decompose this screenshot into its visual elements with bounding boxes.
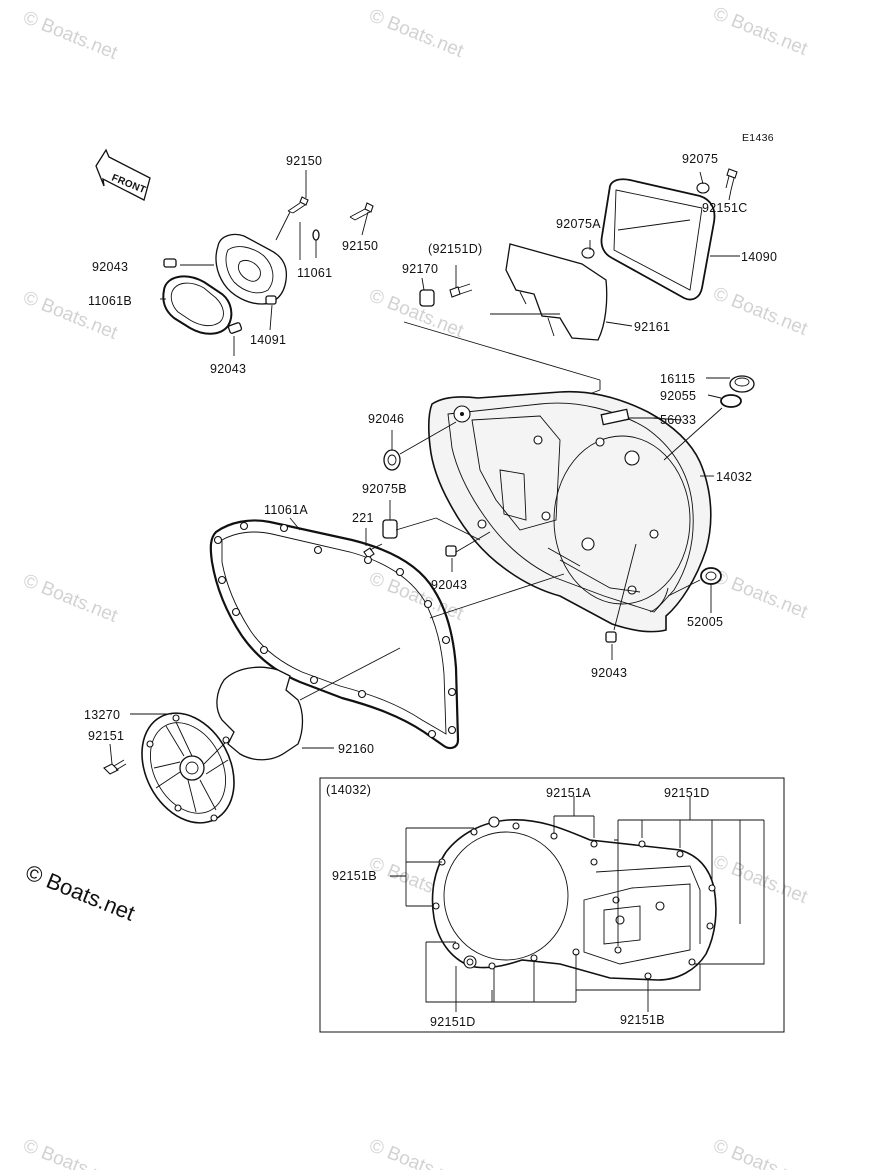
label-92151: 92151 — [88, 729, 124, 743]
watermark: © Boats.net — [710, 3, 811, 60]
cover-14091 — [215, 233, 288, 305]
label-11061b: 11061B — [88, 294, 132, 308]
watermark: © Boats.net — [710, 283, 811, 340]
part-labels: 92150 92150 92043 11061 11061B 14091 920… — [84, 152, 777, 1029]
label-11061a: 11061A — [264, 503, 308, 517]
dowel-92043-c — [445, 545, 457, 557]
o-ring-11061 — [312, 229, 320, 241]
watermark: © Boats.net — [20, 1135, 121, 1170]
label-14090: 14090 — [741, 250, 777, 264]
label-221: 221 — [352, 511, 374, 525]
o-ring-92055 — [720, 394, 742, 408]
clamp-92170 — [419, 289, 435, 307]
label-16115: 16115 — [660, 372, 695, 386]
label-92075a: 92075A — [556, 217, 601, 231]
label-92055: 92055 — [660, 389, 696, 403]
dowel-92043-b — [227, 322, 243, 334]
label-14032: 14032 — [716, 470, 752, 484]
label-92046: 92046 — [368, 412, 404, 426]
label-92075b: 92075B — [362, 482, 407, 496]
label-92151d-paren: (92151D) — [428, 242, 483, 256]
cap-92075 — [696, 182, 710, 194]
label-56033: 56033 — [660, 413, 696, 427]
chain-cover-group — [403, 168, 740, 421]
label-56033 — [600, 408, 630, 426]
pump-cover-group — [160, 170, 374, 356]
bolt-221 — [363, 543, 383, 559]
bolt-92150-right — [349, 202, 374, 221]
label-inset-92151a: 92151A — [546, 786, 591, 800]
label-92150-top: 92150 — [286, 154, 322, 168]
bolt-92151c — [725, 168, 738, 191]
watermark: © Boats.net — [20, 7, 121, 64]
front-arrow-icon: FRONT — [95, 148, 151, 201]
gasket-11061b — [162, 275, 233, 335]
label-92151c: 92151C — [702, 201, 748, 215]
grommet-92075a — [581, 247, 595, 259]
watermark-large: © Boats.net — [22, 859, 138, 925]
bolt-92151d — [449, 283, 473, 298]
label-11061: 11061 — [297, 266, 332, 280]
collar-92046 — [383, 449, 401, 471]
label-52005: 52005 — [687, 615, 723, 629]
label-92043-a: 92043 — [92, 260, 128, 274]
clamp-92075b — [382, 519, 398, 539]
guide-92161 — [505, 243, 608, 341]
cover-14090 — [600, 178, 716, 301]
inset-cover-outline — [431, 819, 717, 981]
inset-title: (14032) — [326, 783, 371, 797]
watermark: © Boats.net — [366, 5, 467, 62]
label-92043-d: 92043 — [591, 666, 627, 680]
label-92043-c: 92043 — [431, 578, 467, 592]
gasket-11061a — [209, 517, 460, 750]
clutch-cover-14032 — [427, 390, 712, 633]
watermark: © Boats.net — [20, 570, 121, 627]
bolt-92150-top — [287, 196, 309, 214]
seal-52005 — [700, 567, 722, 585]
label-13270: 13270 — [84, 708, 120, 722]
inset-box: (14032) — [319, 777, 785, 1033]
dowel-92043-d — [605, 631, 617, 643]
watermark: © Boats.net — [710, 566, 811, 623]
plug-16115 — [729, 375, 755, 393]
label-inset-92151d-top: 92151D — [664, 786, 710, 800]
label-inset-92151d-bottom: 92151D — [430, 1015, 476, 1029]
cover-13270 — [141, 712, 235, 824]
inset-callouts — [390, 796, 765, 1012]
label-14091: 14091 — [250, 333, 286, 347]
label-92075: 92075 — [682, 152, 718, 166]
watermark: © Boats.net — [366, 1135, 467, 1170]
label-92161: 92161 — [634, 320, 670, 334]
watermark: © Boats.net — [366, 568, 467, 625]
main-leaders — [365, 377, 730, 660]
label-92160: 92160 — [338, 742, 374, 756]
watermark: © Boats.net — [710, 1135, 811, 1170]
bolt-92151 — [103, 759, 127, 775]
label-inset-92151b-bottom: 92151B — [620, 1013, 665, 1027]
dowel-92043-a — [163, 258, 177, 268]
label-92043-b: 92043 — [210, 362, 246, 376]
diagram-code: E1436 — [742, 132, 774, 144]
plate-92160 — [216, 666, 304, 761]
label-92150-right: 92150 — [342, 239, 378, 253]
label-92170: 92170 — [402, 262, 438, 276]
dowel-pump-cover — [265, 295, 277, 305]
watermark: © Boats.net — [710, 851, 811, 908]
label-inset-92151b-left: 92151B — [332, 869, 377, 883]
